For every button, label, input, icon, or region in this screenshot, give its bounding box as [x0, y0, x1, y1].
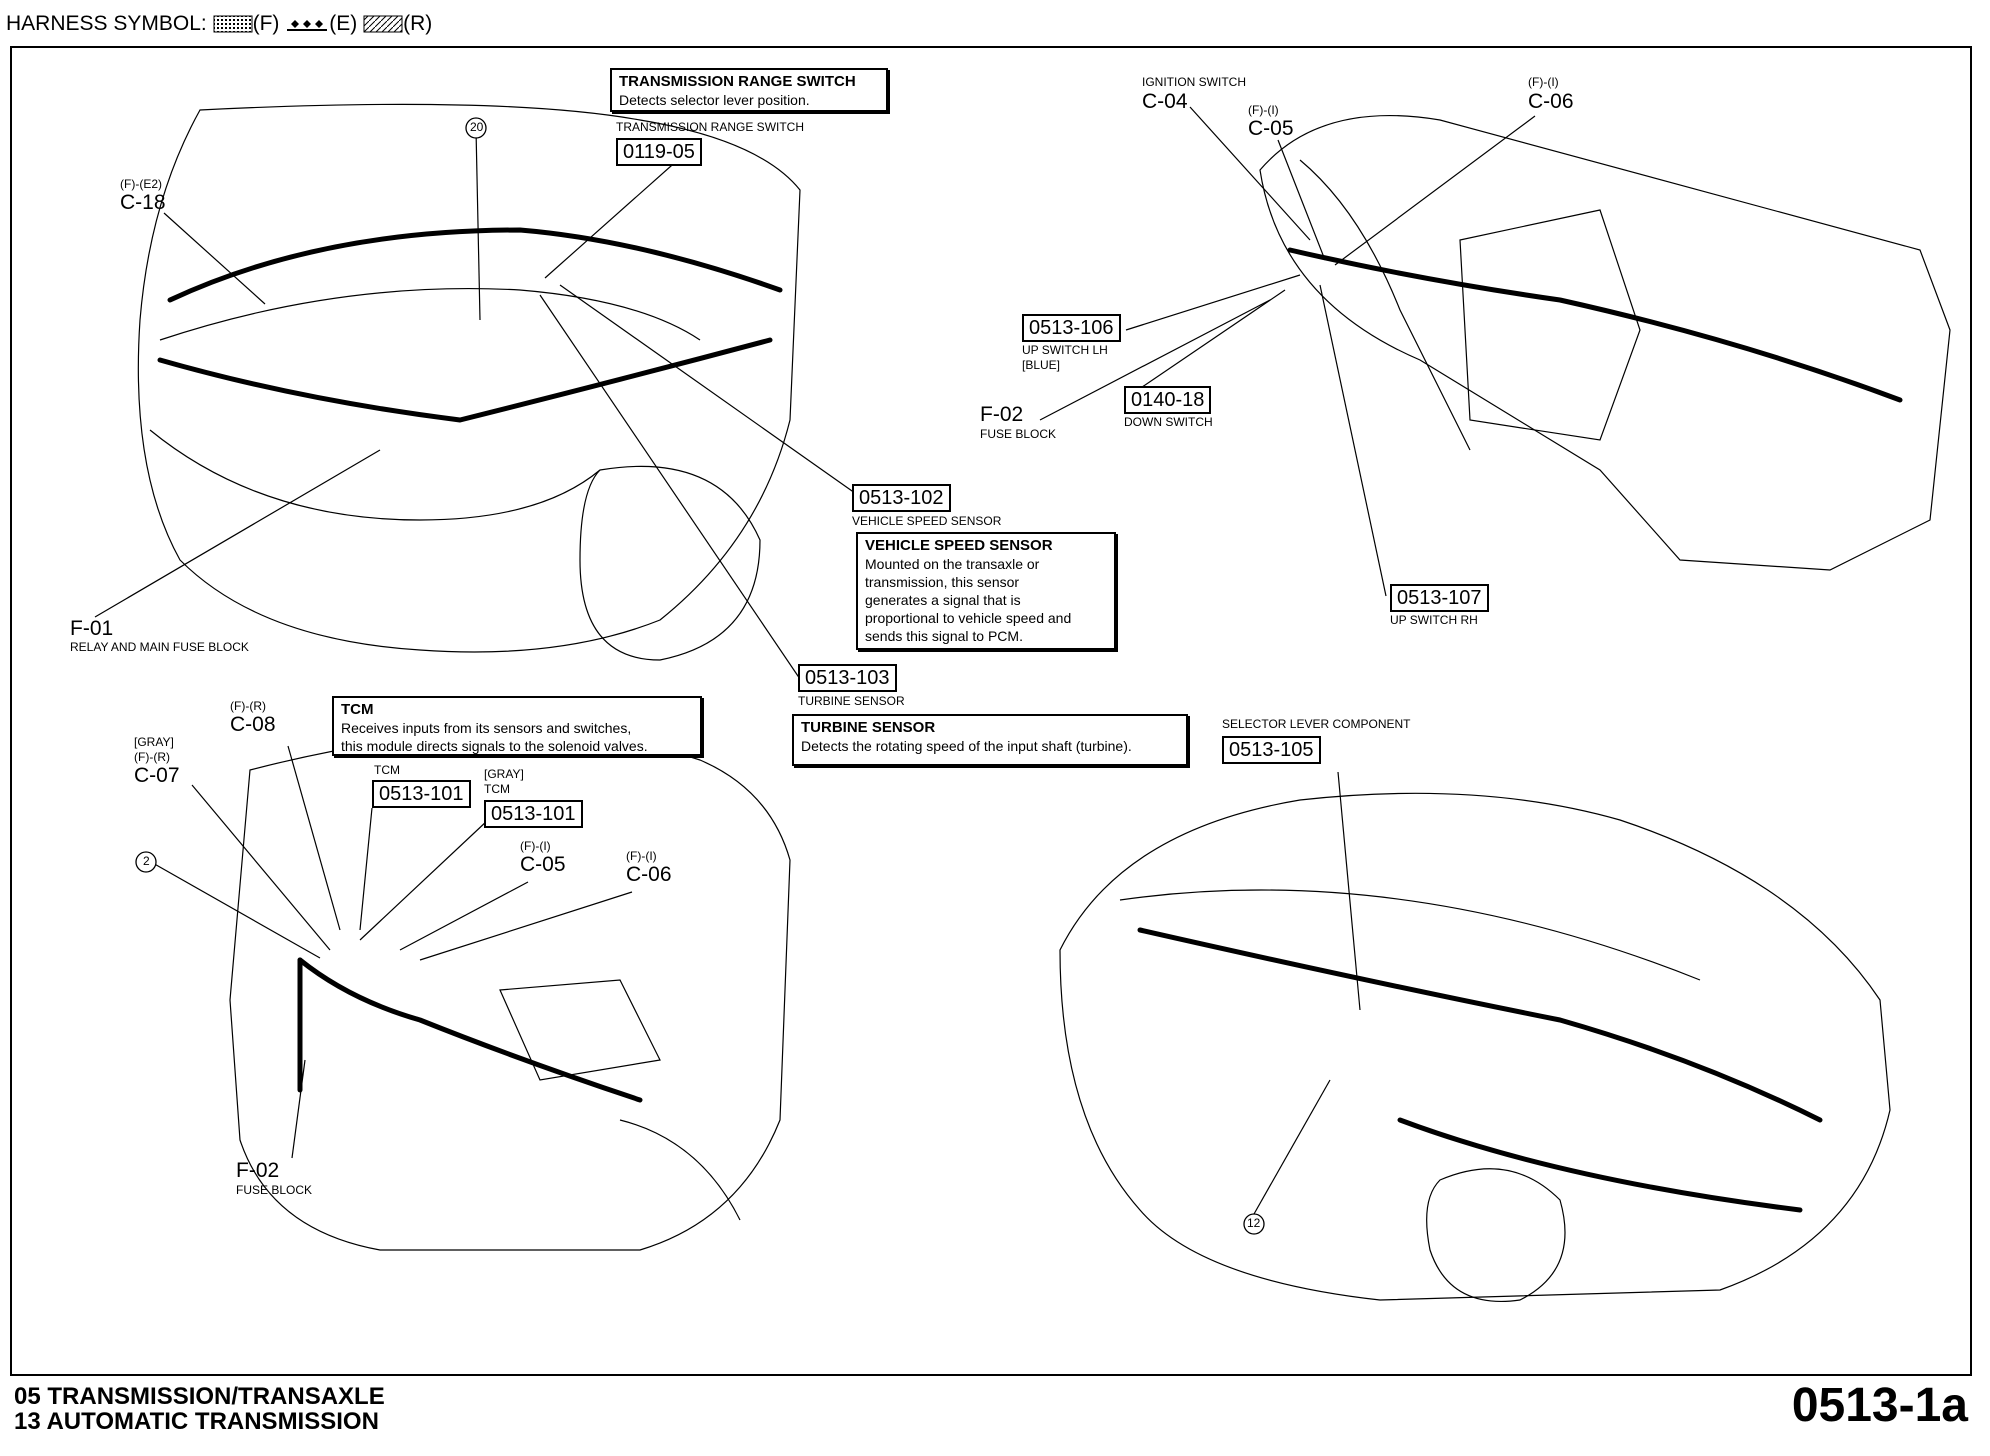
- turbine-description-box: TURBINE SENSOR Detects the rotating spee…: [792, 714, 1188, 766]
- console-shifter-box: [499, 979, 661, 1081]
- c08-sub: (F)-(R): [230, 699, 266, 713]
- tcm-gray-connector-code: 0513-101: [484, 800, 583, 828]
- vss-box-line: Mounted on the transaxle or: [865, 556, 1040, 572]
- rear-car-body-outline: [1059, 792, 1891, 1301]
- f02-bottom-desc: FUSE BLOCK: [236, 1183, 313, 1197]
- legend-f-swatch: [213, 15, 253, 33]
- rear-car-roofline: [1119, 889, 1701, 981]
- rear-car-rear-wheel: [1426, 1168, 1566, 1302]
- footer-section-title: 05 TRANSMISSION/TRANSAXLE: [14, 1383, 385, 1410]
- down-switch-code: 0140-18: [1124, 386, 1212, 414]
- turbine-connector-code: 0513-103: [798, 664, 897, 692]
- tcm-gray-sub-color: [GRAY]: [484, 767, 524, 781]
- vss-description-box: VEHICLE SPEED SENSOR Mounted on the tran…: [856, 532, 1116, 650]
- vss-box-line: generates a signal that is: [865, 592, 1021, 608]
- selector-lever-code: 0513-105: [1222, 736, 1321, 764]
- f02-top-desc: FUSE BLOCK: [980, 427, 1057, 441]
- footer-subsection-title: 13 AUTOMATIC TRANSMISSION: [14, 1408, 379, 1435]
- up-switch-lh-color: [BLUE]: [1022, 358, 1061, 372]
- trs-description-box: TRANSMISSION RANGE SWITCH Detects select…: [610, 68, 888, 112]
- tcm-description-box: TCM Receives inputs from its sensors and…: [332, 696, 702, 756]
- turbine-caption: TURBINE SENSOR: [798, 694, 905, 708]
- marker-2: 2: [143, 854, 150, 868]
- dash-harness: [1287, 247, 1903, 403]
- rear-main-harness: [1137, 927, 1823, 1123]
- vss-caption: VEHICLE SPEED SENSOR: [852, 514, 1002, 528]
- marker-20: 20: [470, 120, 484, 134]
- c05-top-code: C-05: [1248, 117, 1294, 140]
- legend-prefix: HARNESS SYMBOL:: [6, 12, 207, 35]
- front-car-wheel: [579, 465, 761, 661]
- front-main-harness: [167, 227, 783, 303]
- up-switch-rh-desc: UP SWITCH RH: [1390, 613, 1478, 627]
- c06-bottom-code: C-06: [626, 863, 672, 886]
- dash-center-panel: [1459, 209, 1641, 441]
- console-harness: [297, 957, 643, 1103]
- trs-connector-code: 0119-05: [616, 138, 702, 166]
- tcm-box-line: this module directs signals to the solen…: [341, 738, 648, 754]
- c04-sub: IGNITION SWITCH: [1142, 75, 1246, 89]
- up-switch-rh-code: 0513-107: [1390, 584, 1489, 612]
- marker-20-circle: [465, 117, 487, 139]
- c18-code: C-18: [120, 191, 166, 214]
- c07-sub-color: [GRAY]: [134, 735, 174, 749]
- c07-sub: (F)-(R): [134, 750, 170, 764]
- vss-box-title: VEHICLE SPEED SENSOR: [865, 537, 1053, 554]
- front-car-hood-line: [159, 287, 701, 341]
- tcm-gray-sub: TCM: [484, 782, 510, 796]
- up-switch-lh-code: 0513-106: [1022, 314, 1121, 342]
- console-tunnel: [619, 1119, 741, 1221]
- dash-outline: [1259, 115, 1951, 571]
- marker-2-circle: [135, 851, 157, 873]
- diagram-frame: [10, 46, 1972, 1376]
- c05-top-sub: (F)-(I): [1248, 103, 1279, 117]
- marker-12-circle: [1243, 1213, 1265, 1235]
- front-car-body-outline: [137, 103, 801, 653]
- c06-top-code: C-06: [1528, 90, 1574, 113]
- c18-sub: (F)-(E2): [120, 177, 162, 191]
- front-lower-harness: [157, 337, 773, 423]
- harness-symbol-legend: HARNESS SYMBOL: (F) (E) (R): [6, 12, 432, 36]
- legend-e-swatch: [287, 20, 328, 31]
- front-car-bumper: [149, 429, 601, 521]
- vss-box-line: proportional to vehicle speed and: [865, 610, 1072, 626]
- f01-code: F-01: [70, 617, 114, 640]
- trs-box-title: TRANSMISSION RANGE SWITCH: [619, 73, 856, 90]
- marker-12: 12: [1247, 1216, 1261, 1230]
- trs-caption: TRANSMISSION RANGE SWITCH: [616, 120, 805, 134]
- c07-code: C-07: [134, 764, 180, 787]
- f01-desc: RELAY AND MAIN FUSE BLOCK: [70, 640, 249, 654]
- c08-code: C-08: [230, 713, 276, 736]
- selector-lever-caption: SELECTOR LEVER COMPONENT: [1222, 717, 1411, 731]
- vss-connector-code: 0513-102: [852, 484, 951, 512]
- c05-bottom-sub: (F)-(I): [520, 839, 551, 853]
- trs-box-text: Detects selector lever position.: [619, 92, 810, 108]
- c04-code: C-04: [1142, 90, 1188, 113]
- turbine-box-text: Detects the rotating speed of the input …: [801, 738, 1132, 754]
- rear-lower-harness: [1397, 1117, 1803, 1213]
- tcm-box-title: TCM: [341, 701, 374, 718]
- page-number: 0513-1a: [1791, 1379, 1968, 1432]
- legend-e: (E): [329, 12, 358, 35]
- down-switch-desc: DOWN SWITCH: [1124, 415, 1213, 429]
- tcm-box-line: Receives inputs from its sensors and swi…: [341, 720, 632, 736]
- vss-box-line: sends this signal to PCM.: [865, 628, 1023, 644]
- legend-r-swatch: [363, 15, 403, 33]
- turbine-box-title: TURBINE SENSOR: [801, 719, 936, 736]
- f02-bottom-code: F-02: [236, 1159, 280, 1182]
- vss-box-line: transmission, this sensor: [865, 574, 1020, 590]
- tcm-connector-code: 0513-101: [372, 780, 471, 808]
- f02-top-code: F-02: [980, 403, 1024, 426]
- legend-f: (F): [252, 12, 280, 35]
- c06-bottom-sub: (F)-(I): [626, 849, 657, 863]
- up-switch-lh-desc: UP SWITCH LH: [1022, 343, 1108, 357]
- dash-steering-column: [1299, 159, 1471, 451]
- tcm-sub: TCM: [374, 763, 400, 777]
- c05-bottom-code: C-05: [520, 853, 566, 876]
- c06-top-sub: (F)-(I): [1528, 75, 1559, 89]
- legend-r: (R): [403, 12, 433, 35]
